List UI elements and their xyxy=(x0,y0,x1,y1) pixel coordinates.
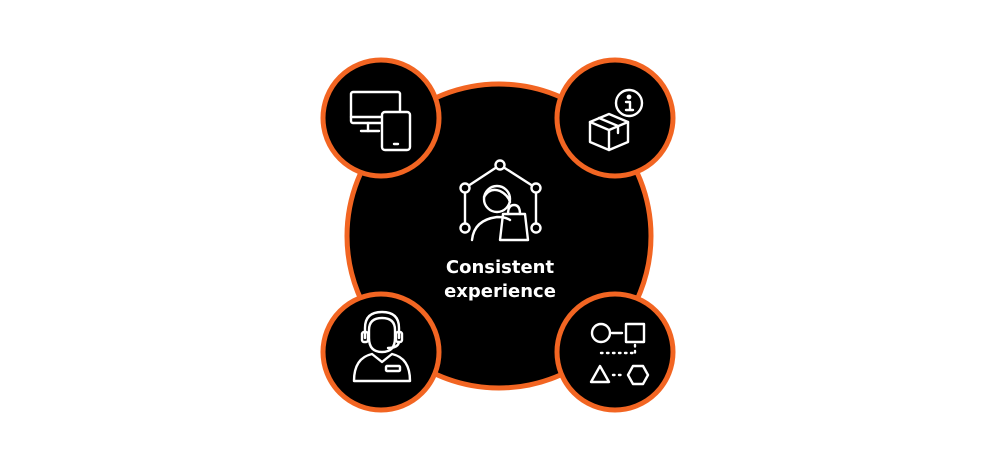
center-label-line1: Consistent xyxy=(445,257,555,278)
support-agent-icon xyxy=(352,310,412,383)
shopper-network-icon xyxy=(459,159,542,242)
workflow-shapes-icon xyxy=(589,322,650,386)
center-label: Consistent experience xyxy=(400,256,600,304)
center-label-line2: experience xyxy=(444,281,556,302)
product-info-icon xyxy=(588,88,644,152)
devices-icon xyxy=(349,90,412,152)
satellite-top-right xyxy=(554,57,676,179)
